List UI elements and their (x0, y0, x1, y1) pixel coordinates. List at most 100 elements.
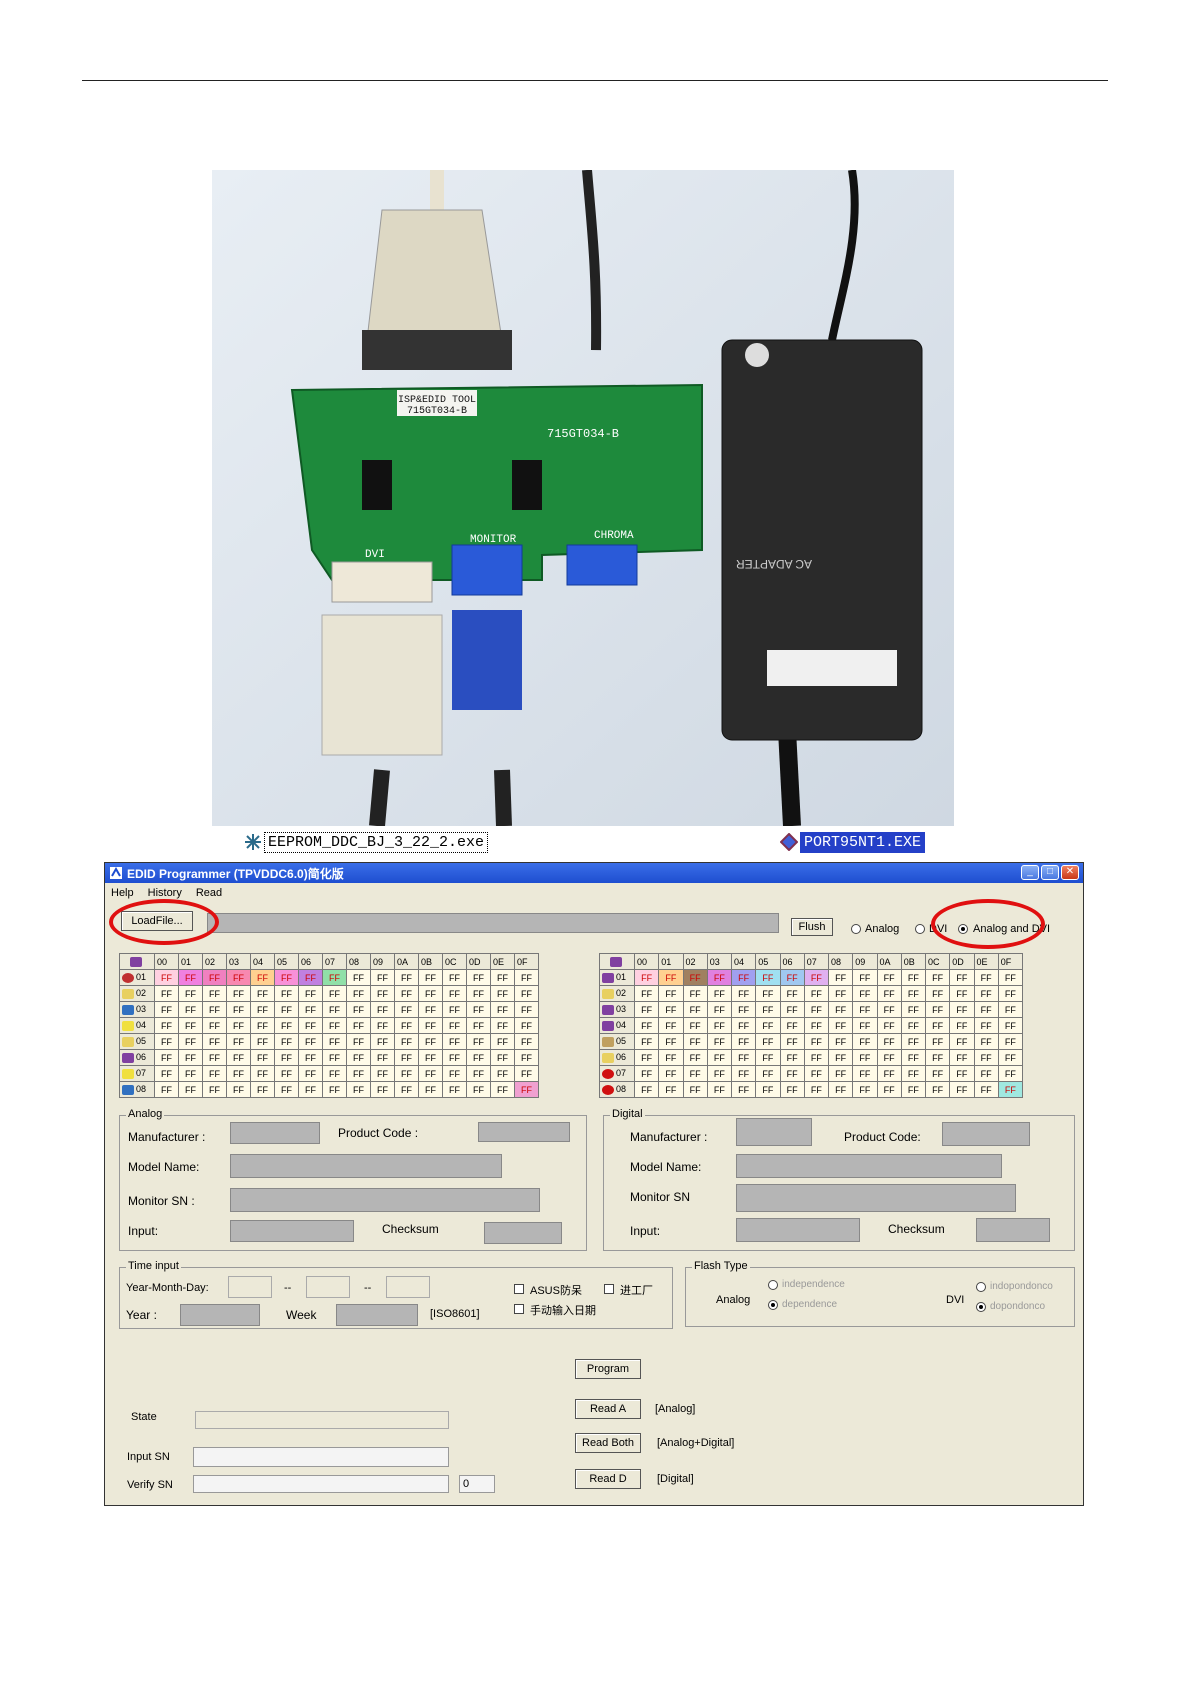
analog-grid-cell[interactable]: FF (514, 969, 539, 986)
analog-grid-cell[interactable]: FF (178, 1033, 203, 1050)
radio-dvi[interactable] (915, 924, 925, 934)
analog-grid-cell[interactable]: FF (514, 1065, 539, 1082)
analog-grid-cell[interactable]: FF (154, 1081, 179, 1098)
analog-grid-cell[interactable]: FF (202, 1081, 227, 1098)
analog-grid-cell[interactable]: FF (322, 1033, 347, 1050)
digital-grid-cell[interactable]: FF (876, 1081, 902, 1098)
analog-grid-cell[interactable]: FF (250, 985, 275, 1002)
digital-grid-cell[interactable]: FF (997, 1049, 1024, 1066)
digital-grid-cell[interactable]: FF (949, 1033, 975, 1050)
file-path-field[interactable] (207, 913, 779, 933)
year-display-field[interactable] (180, 1304, 260, 1326)
analog-grid-cell[interactable]: FF (346, 969, 371, 986)
digital-grid-cell[interactable]: FF (706, 1001, 733, 1018)
digital-grid-cell[interactable]: FF (973, 1033, 999, 1050)
digital-grid-cell[interactable]: FF (682, 1081, 708, 1098)
flash-dvi-dependence-radio[interactable] (976, 1302, 986, 1312)
analog-grid-cell[interactable]: FF (226, 1065, 251, 1082)
digital-product-code-field[interactable] (942, 1122, 1030, 1146)
analog-grid-cell[interactable]: FF (250, 1033, 275, 1050)
analog-grid-cell[interactable]: FF (298, 1049, 323, 1066)
digital-grid-cell[interactable]: FF (997, 985, 1024, 1002)
digital-grid-cell[interactable]: FF (997, 1065, 1024, 1082)
digital-grid-cell[interactable]: FF (924, 985, 951, 1002)
digital-grid-cell[interactable]: FF (876, 969, 902, 986)
digital-grid-cell[interactable]: FF (779, 1049, 805, 1066)
digital-grid-cell[interactable]: FF (876, 985, 902, 1002)
digital-grid-cell[interactable]: FF (973, 1017, 999, 1034)
digital-grid-cell[interactable]: FF (852, 1001, 878, 1018)
verify-count-field[interactable]: 0 (459, 1475, 495, 1493)
digital-grid-cell[interactable]: FF (730, 969, 757, 986)
maximize-icon[interactable]: □ (1041, 865, 1059, 880)
analog-grid-cell[interactable]: FF (250, 969, 275, 986)
digital-grid-cell[interactable]: FF (852, 985, 878, 1002)
digital-grid-cell[interactable]: FF (900, 1017, 927, 1034)
digital-grid-cell[interactable]: FF (755, 969, 781, 986)
digital-monitor-sn-field[interactable] (736, 1184, 1016, 1212)
digital-grid-cell[interactable]: FF (706, 1065, 733, 1082)
analog-grid-cell[interactable]: FF (202, 985, 227, 1002)
analog-grid-cell[interactable]: FF (394, 1001, 419, 1018)
digital-grid-cell[interactable]: FF (633, 1001, 660, 1018)
analog-grid-cell[interactable]: FF (490, 1001, 515, 1018)
digital-grid-cell[interactable]: FF (682, 1001, 708, 1018)
input-sn-field[interactable] (193, 1447, 449, 1467)
analog-grid-cell[interactable]: FF (346, 1065, 371, 1082)
digital-grid-cell[interactable]: FF (997, 1017, 1024, 1034)
analog-grid-cell[interactable]: FF (490, 1049, 515, 1066)
digital-grid-cell[interactable]: FF (997, 1033, 1024, 1050)
analog-grid-cell[interactable]: FF (490, 1017, 515, 1034)
analog-grid-cell[interactable]: FF (418, 1017, 443, 1034)
analog-grid-cell[interactable]: FF (250, 1049, 275, 1066)
analog-grid-cell[interactable]: FF (226, 1001, 251, 1018)
radio-analog[interactable] (851, 924, 861, 934)
analog-grid-cell[interactable]: FF (298, 1081, 323, 1098)
analog-grid-cell[interactable]: FF (322, 985, 347, 1002)
flash-dvi-independence-radio[interactable] (976, 1282, 986, 1292)
analog-grid-cell[interactable]: FF (346, 1017, 371, 1034)
digital-grid-cell[interactable]: FF (633, 1081, 660, 1098)
digital-grid-cell[interactable]: FF (876, 1033, 902, 1050)
analog-grid-cell[interactable]: FF (154, 1001, 179, 1018)
digital-grid-cell[interactable]: FF (827, 1033, 854, 1050)
analog-manufacturer-field[interactable] (230, 1122, 320, 1144)
digital-grid-cell[interactable]: FF (949, 985, 975, 1002)
analog-grid-cell[interactable]: FF (274, 1033, 299, 1050)
digital-grid-cell[interactable]: FF (706, 1033, 733, 1050)
analog-grid-cell[interactable]: FF (298, 1017, 323, 1034)
analog-grid-cell[interactable]: FF (274, 1081, 299, 1098)
digital-grid-cell[interactable]: FF (633, 1065, 660, 1082)
digital-grid-cell[interactable]: FF (997, 1001, 1024, 1018)
digital-grid-cell[interactable]: FF (827, 1049, 854, 1066)
analog-grid-cell[interactable]: FF (202, 969, 227, 986)
digital-grid-cell[interactable]: FF (682, 969, 708, 986)
digital-grid-cell[interactable]: FF (803, 1065, 830, 1082)
analog-grid-cell[interactable]: FF (274, 1065, 299, 1082)
analog-grid-cell[interactable]: FF (322, 969, 347, 986)
digital-grid-cell[interactable]: FF (730, 1049, 757, 1066)
analog-grid-cell[interactable]: FF (394, 969, 419, 986)
desktop-icon-eeprom[interactable]: EEPROM_DDC_BJ_3_22_2.exe (244, 829, 489, 855)
analog-grid-cell[interactable]: FF (442, 1065, 467, 1082)
analog-grid-cell[interactable]: FF (274, 1001, 299, 1018)
analog-grid-cell[interactable]: FF (442, 969, 467, 986)
analog-grid-cell[interactable]: FF (250, 1017, 275, 1034)
digital-grid-cell[interactable]: FF (924, 1081, 951, 1098)
analog-grid-cell[interactable]: FF (490, 985, 515, 1002)
digital-grid-cell[interactable]: FF (779, 985, 805, 1002)
digital-manufacturer-field[interactable] (736, 1118, 812, 1146)
digital-grid-cell[interactable]: FF (682, 985, 708, 1002)
analog-grid-cell[interactable]: FF (346, 1081, 371, 1098)
title-bar[interactable]: EDID Programmer (TPVDDC6.0)简化版 (105, 863, 1083, 883)
analog-grid-cell[interactable]: FF (514, 1017, 539, 1034)
analog-grid-cell[interactable]: FF (490, 1033, 515, 1050)
menu-history[interactable]: History (147, 887, 182, 899)
analog-grid-cell[interactable]: FF (298, 969, 323, 986)
digital-grid-cell[interactable]: FF (997, 1081, 1024, 1098)
digital-grid-cell[interactable]: FF (755, 1081, 781, 1098)
digital-grid-cell[interactable]: FF (730, 1017, 757, 1034)
analog-grid-cell[interactable]: FF (394, 985, 419, 1002)
analog-grid-cell[interactable]: FF (442, 1049, 467, 1066)
digital-grid-cell[interactable]: FF (973, 1049, 999, 1066)
